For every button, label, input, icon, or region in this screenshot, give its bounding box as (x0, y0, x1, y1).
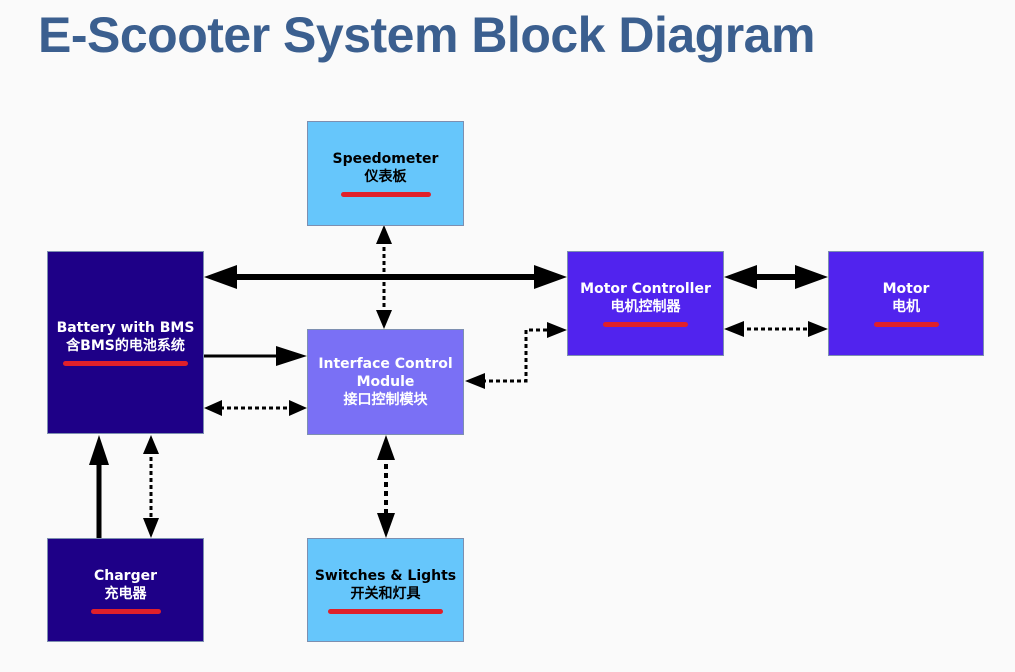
switches-label-en: Switches & Lights (314, 567, 457, 584)
annotation-underline (873, 322, 939, 327)
motor-controller-block: Motor Controller 电机控制器 (567, 251, 724, 356)
interface-label-zh: 接口控制模块 (343, 392, 428, 408)
battery-label-en: Battery with BMS (56, 320, 195, 336)
motor-label-en: Motor (882, 281, 930, 297)
charger-label-en: Charger (93, 567, 157, 584)
arrow-interface-motor-controller (465, 322, 567, 389)
charger-label-zh: 充电器 (104, 585, 147, 602)
annotation-underline (90, 608, 161, 614)
switches-lights-block: Switches & Lights 开关和灯具 (307, 538, 464, 642)
motor-block: Motor 电机 (828, 251, 984, 356)
motor-label-zh: 电机 (892, 299, 920, 315)
annotation-underline (328, 608, 443, 614)
motor-controller-label-zh: 电机控制器 (610, 299, 681, 315)
arrow-battery-to-interface (204, 346, 307, 366)
battery-label-zh: 含BMS的电池系统 (66, 338, 185, 354)
arrow-motor-controller-motor-dotted (724, 321, 828, 337)
speedometer-label-en: Speedometer (332, 151, 439, 167)
arrow-battery-interface-dotted (204, 400, 307, 416)
arrow-interface-switches (377, 435, 395, 538)
interface-control-block: Interface Control Module 接口控制模块 (307, 329, 464, 435)
battery-block: Battery with BMS 含BMS的电池系统 (47, 251, 204, 434)
arrow-speedometer-interface (376, 225, 392, 329)
annotation-underline (63, 361, 188, 366)
arrow-charger-battery-dotted (143, 435, 159, 538)
arrow-charger-to-battery (89, 435, 109, 539)
interface-label-en-1: Interface Control (318, 356, 453, 372)
speedometer-label-zh: 仪表板 (364, 169, 407, 185)
motor-controller-label-en: Motor Controller (580, 281, 711, 297)
annotation-underline (340, 192, 431, 197)
speedometer-block: Speedometer 仪表板 (307, 121, 464, 226)
charger-block: Charger 充电器 (47, 538, 204, 642)
interface-label-en-2: Module (356, 374, 415, 390)
arrow-motor-controller-motor (724, 265, 828, 289)
arrow-battery-motor-controller (204, 265, 567, 289)
switches-label-zh: 开关和灯具 (350, 585, 421, 602)
page-title: E-Scooter System Block Diagram (38, 7, 815, 63)
annotation-underline (603, 322, 688, 327)
